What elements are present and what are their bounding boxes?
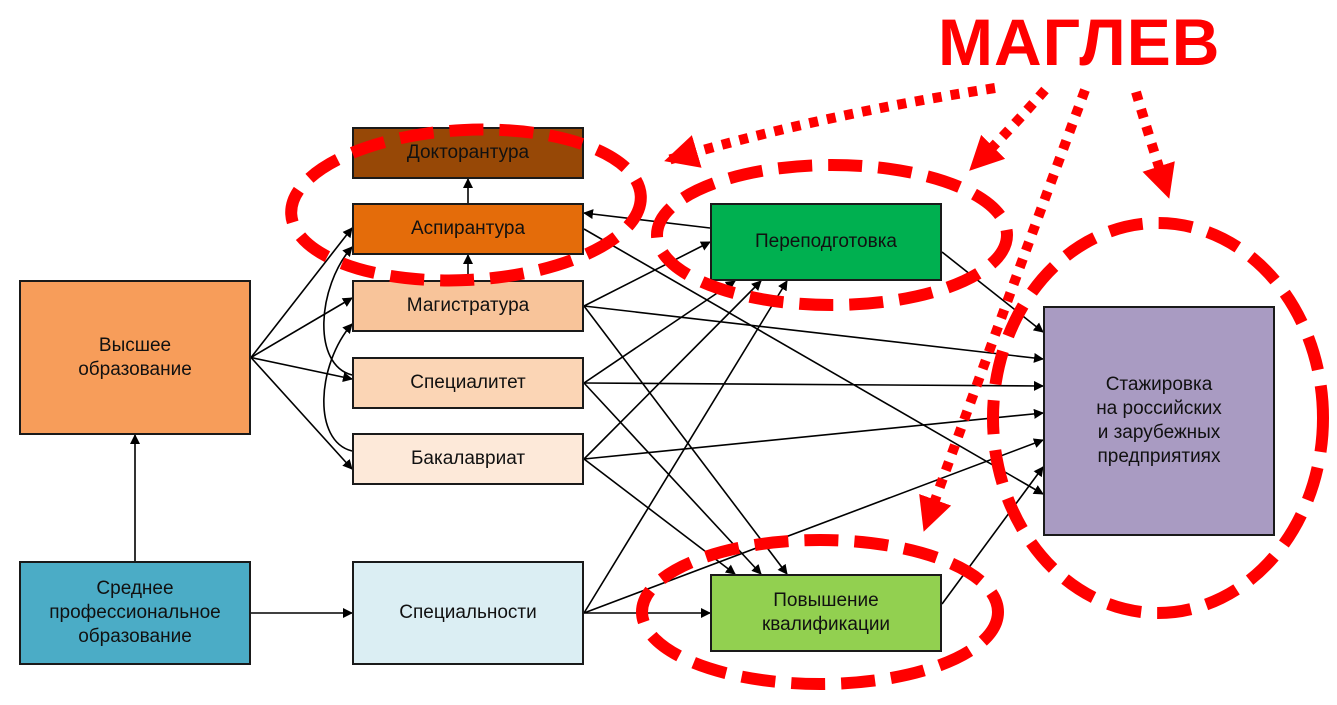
node-retraining: Переподготовка [710,203,942,281]
node-label: Специалитет [410,372,526,393]
edge-higher-to-masters [250,297,353,359]
node-secondary-vocational: Среднее профессиональное образование [19,561,251,665]
edge-retraining-to-internship [941,251,1044,333]
node-specialties: Специальности [352,561,584,665]
node-label: Повышение квалификации [761,590,891,635]
edge-masters-to-internship [583,305,1044,363]
node-label: Переподготовка [755,231,897,252]
edge-higher-to-bachelor [250,356,353,470]
edge-masters-to-qualification [583,305,788,575]
node-label: Высшее образование [78,334,192,380]
node-masters: Магистратура [352,280,584,332]
edge-specialist-to-internship [583,380,1044,391]
edge-bachelor-to-retraining [583,280,762,460]
node-label: Бакалавриат [410,448,526,469]
node-postgraduate: Аспирантура [352,203,584,255]
edge-higher-to-postgrad [250,227,353,358]
node-qualification-upgrade: Повышение квалификации [710,574,942,652]
node-doctorate: Докторантура [352,127,584,179]
edge-bachelor-to-internship [583,408,1044,460]
node-label: Стажировка на российских и зарубежных пр… [1096,374,1222,467]
node-higher-education: Высшее образование [19,280,251,435]
node-label: Докторантура [406,142,530,163]
edge-qualification-to-internship [941,466,1044,605]
edge-bachelor-to-masters [323,323,353,452]
edge-specialist-to-retraining [583,280,736,384]
node-label: Среднее профессиональное образование [49,578,221,647]
node-specialist: Специалитет [352,357,584,409]
edge-specialist-to-postgrad [323,246,353,376]
edge-retraining-to-postgrad [583,209,711,229]
edge-specialties-to-retraining [583,280,788,614]
maglev-title: МАГЛЕВ [938,5,1221,79]
node-label: Специальности [399,602,537,623]
edge-masters-to-retraining [583,241,711,307]
node-label: Аспирантура [410,218,526,239]
node-label: Магистратура [406,295,530,316]
node-bachelor: Бакалавриат [352,433,584,485]
edge-higher-to-specialist [250,356,353,383]
node-internship: Стажировка на российских и зарубежных пр… [1043,306,1275,536]
